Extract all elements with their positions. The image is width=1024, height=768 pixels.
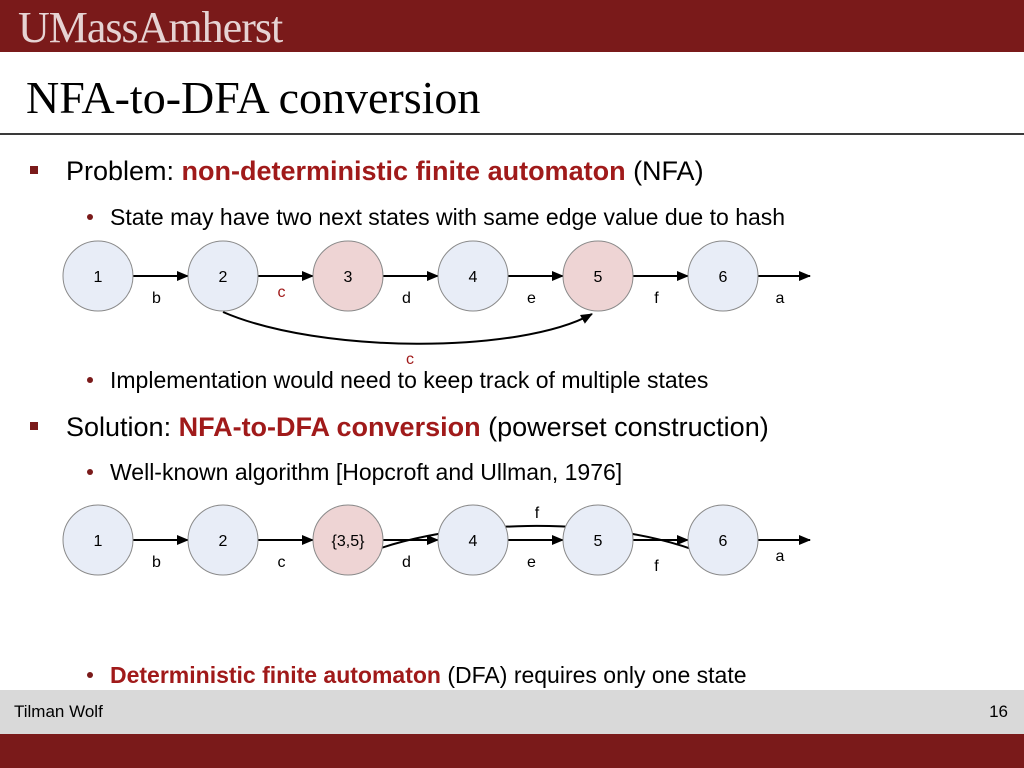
bottom-bar — [0, 734, 1024, 768]
dfa-state-label: 5 — [594, 533, 603, 550]
dfa-state-label: 4 — [469, 533, 478, 550]
bullet-sub4-suffix: (DFA) requires only one state — [440, 662, 747, 688]
dfa-state-label: 6 — [719, 533, 728, 550]
bullet-solution: Solution: NFA-to-DFA conversion (powerse… — [66, 411, 769, 443]
dfa-edge-label: b — [152, 554, 161, 571]
bullet-sub3: Well-known algorithm [Hopcroft and Ullma… — [110, 459, 623, 485]
nfa-curve-label: c — [406, 351, 414, 368]
nfa-state-node — [437, 240, 509, 312]
round-bullet-icon — [87, 469, 93, 475]
dfa-curve-arrow — [347, 525, 723, 563]
umass-logo: UMassAmherst — [18, 3, 283, 52]
round-bullet-icon — [87, 672, 93, 678]
nfa-edge-label: e — [527, 290, 536, 307]
dfa-state-label: 1 — [94, 533, 103, 550]
dfa-state-node — [312, 504, 384, 576]
bullet-problem-suffix: (NFA) — [625, 156, 704, 186]
nfa-edge-label: d — [402, 290, 411, 307]
nfa-state-label: 6 — [719, 269, 728, 286]
dfa-state-node — [62, 504, 134, 576]
nfa-state-node — [62, 240, 134, 312]
nfa-edge-label: b — [152, 290, 161, 307]
dfa-state-node — [437, 504, 509, 576]
round-bullet-icon — [87, 377, 93, 383]
square-bullet-icon — [30, 422, 38, 430]
footer-page-number: 16 — [989, 702, 1008, 721]
dfa-state-node — [562, 504, 634, 576]
nfa-state-label: 5 — [594, 269, 603, 286]
nfa-state-label: 1 — [94, 269, 103, 286]
bullet-problem: Problem: non-deterministic finite automa… — [66, 155, 704, 187]
nfa-state-node — [187, 240, 259, 312]
dfa-edge-label: c — [278, 554, 286, 571]
dfa-edge-label: f — [654, 558, 659, 575]
nfa-edge-label: a — [776, 290, 785, 307]
dfa-edge-label: a — [776, 548, 785, 565]
footer-bar: Tilman Wolf 16 — [0, 690, 1024, 734]
dfa-diagram: b c d e f a f 1 2 {3,5} 4 5 6 — [62, 504, 811, 576]
nfa-edge-label: c — [278, 284, 286, 301]
dfa-edge-label: d — [402, 554, 411, 571]
bullet-solution-highlight: NFA-to-DFA conversion — [178, 412, 481, 442]
dfa-state-label: 2 — [219, 533, 228, 550]
dfa-state-node — [187, 504, 259, 576]
nfa-curve-arrow — [222, 311, 593, 345]
bullet-sub2: Implementation would need to keep track … — [110, 367, 709, 393]
dfa-edge-label: e — [527, 554, 536, 571]
header-bar: UMassAmherst — [0, 0, 1024, 52]
dfa-state-label: {3,5} — [332, 533, 366, 550]
round-bullet-icon — [87, 214, 93, 220]
dfa-curve-label: f — [535, 505, 540, 522]
nfa-state-label: 3 — [344, 269, 353, 286]
nfa-state-node — [687, 240, 759, 312]
slide-title: NFA-to-DFA conversion — [26, 72, 481, 123]
nfa-state-node — [312, 240, 384, 312]
nfa-state-label: 4 — [469, 269, 478, 286]
footer-author: Tilman Wolf — [14, 702, 103, 721]
nfa-diagram: b c d e f a c 1 2 3 4 5 6 — [62, 240, 811, 368]
bullet-sub4: Deterministic finite automaton (DFA) req… — [110, 661, 747, 689]
dfa-state-node — [687, 504, 759, 576]
bullet-sub1: State may have two next states with same… — [110, 204, 786, 230]
nfa-state-node — [562, 240, 634, 312]
bullet-problem-highlight: non-deterministic finite automaton — [181, 156, 626, 186]
bullet-problem-prefix: Problem: — [66, 156, 182, 186]
title-divider — [0, 133, 1024, 135]
nfa-edge-label: f — [654, 290, 659, 307]
square-bullet-icon — [30, 166, 38, 174]
nfa-state-label: 2 — [219, 269, 228, 286]
bullet-solution-suffix: (powerset construction) — [480, 412, 769, 442]
bullet-solution-prefix: Solution: — [66, 412, 179, 442]
bullet-sub4-highlight: Deterministic finite automaton — [110, 662, 441, 688]
